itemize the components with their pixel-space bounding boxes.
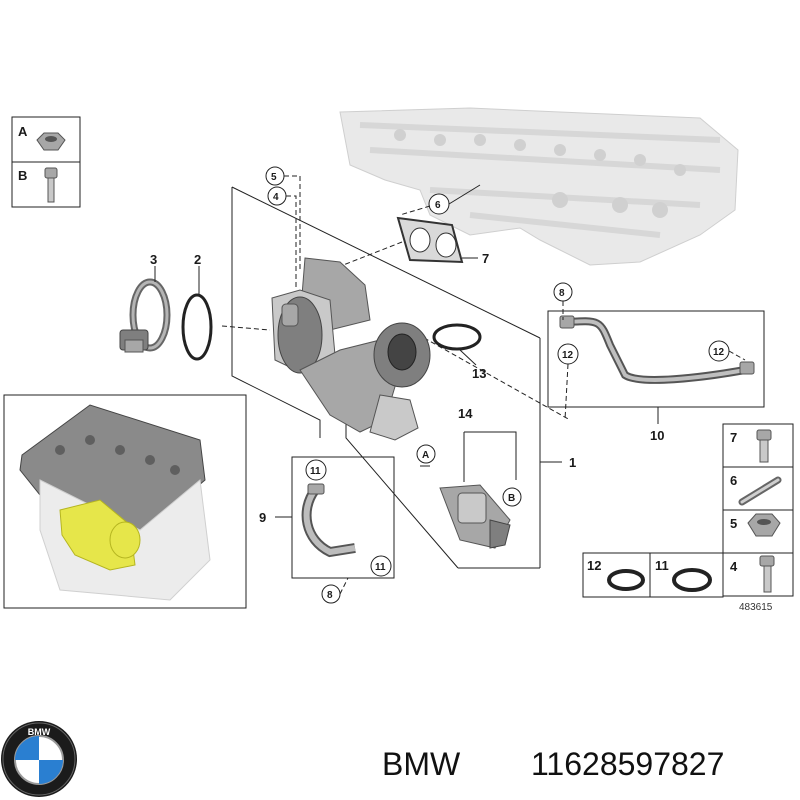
bolt-b-icon <box>44 167 58 203</box>
side-label-6: 6 <box>730 473 737 488</box>
oring-12-icon <box>607 569 645 591</box>
side-label-4: 4 <box>730 559 738 574</box>
oring-2-icon <box>181 293 213 361</box>
actuator-14-icon <box>439 484 511 549</box>
callout-8-top: 8 <box>559 288 565 299</box>
panel-label-11: 11 <box>655 558 669 573</box>
bmw-logo-lettering: BMW <box>28 727 51 737</box>
callout-5: 5 <box>271 172 277 183</box>
callout-10: 10 <box>650 428 664 443</box>
return-line-9-box <box>291 456 395 579</box>
callout-12-left-group: 12 <box>557 343 579 365</box>
bolt-7-icon <box>756 429 772 463</box>
callout-11-top: 11 <box>310 466 321 477</box>
callout-4: 4 <box>273 192 279 203</box>
callout-8-bottom: 8 <box>327 590 333 601</box>
caption-brand: BMW <box>382 746 461 782</box>
oil-line-10-box <box>547 310 765 408</box>
callout-8-bottom-group: 8 <box>321 584 341 604</box>
nut-5-icon <box>747 513 781 537</box>
callout-12-right: 12 <box>713 347 725 358</box>
callout-6: 6 <box>435 200 441 211</box>
side-label-7: 7 <box>730 430 737 445</box>
gasket-6-icon <box>396 216 464 264</box>
callout-9: 9 <box>259 510 266 525</box>
assembly-frame-lines <box>221 186 571 569</box>
panel-label-12: 12 <box>587 558 601 573</box>
callout-5-group: 5 <box>265 166 285 186</box>
turbocharger-icon <box>271 257 431 441</box>
callout-12-left: 12 <box>562 350 574 361</box>
callout-4-group: 4 <box>267 186 287 206</box>
callout-14: 14 <box>458 406 473 421</box>
callout-11-bottom: 11 <box>375 562 386 573</box>
callout-b-group: B <box>502 487 522 507</box>
callout-11-top-group: 11 <box>305 459 327 481</box>
bolt-4-icon <box>759 555 775 593</box>
clamp-3-icon <box>119 278 171 353</box>
legend-a-letter: A <box>18 124 28 139</box>
oring-panel: 12 11 <box>582 552 724 598</box>
caption-part-number: 11628597827 <box>531 746 724 782</box>
callout-1: 1 <box>569 455 576 470</box>
legend-b-letter: B <box>18 168 27 183</box>
callout-a: A <box>422 450 429 461</box>
callout-7: 7 <box>482 251 489 266</box>
oring-13-icon <box>432 323 482 351</box>
oring-11-icon <box>672 568 712 592</box>
callout-13: 13 <box>472 366 486 381</box>
side-parts-panel: 7 6 5 4 <box>722 423 794 597</box>
side-label-5: 5 <box>730 516 737 531</box>
callout-a-group: A <box>416 444 436 464</box>
callout-2: 2 <box>194 252 201 267</box>
callout-3: 3 <box>150 252 157 267</box>
reference-number: 483615 <box>739 602 773 613</box>
engine-head-background <box>339 107 739 266</box>
callout-b: B <box>508 493 515 504</box>
bmw-logo: BMW <box>1 721 77 797</box>
callout-11-bottom-group: 11 <box>370 555 392 577</box>
pin-6-icon <box>738 476 782 506</box>
callout-12-right-group: 12 <box>708 340 730 362</box>
fastener-legend: A B <box>11 116 81 208</box>
callout-8-top-group: 8 <box>553 282 573 302</box>
engine-overview-box <box>3 394 247 609</box>
nut-a-icon <box>36 132 66 151</box>
